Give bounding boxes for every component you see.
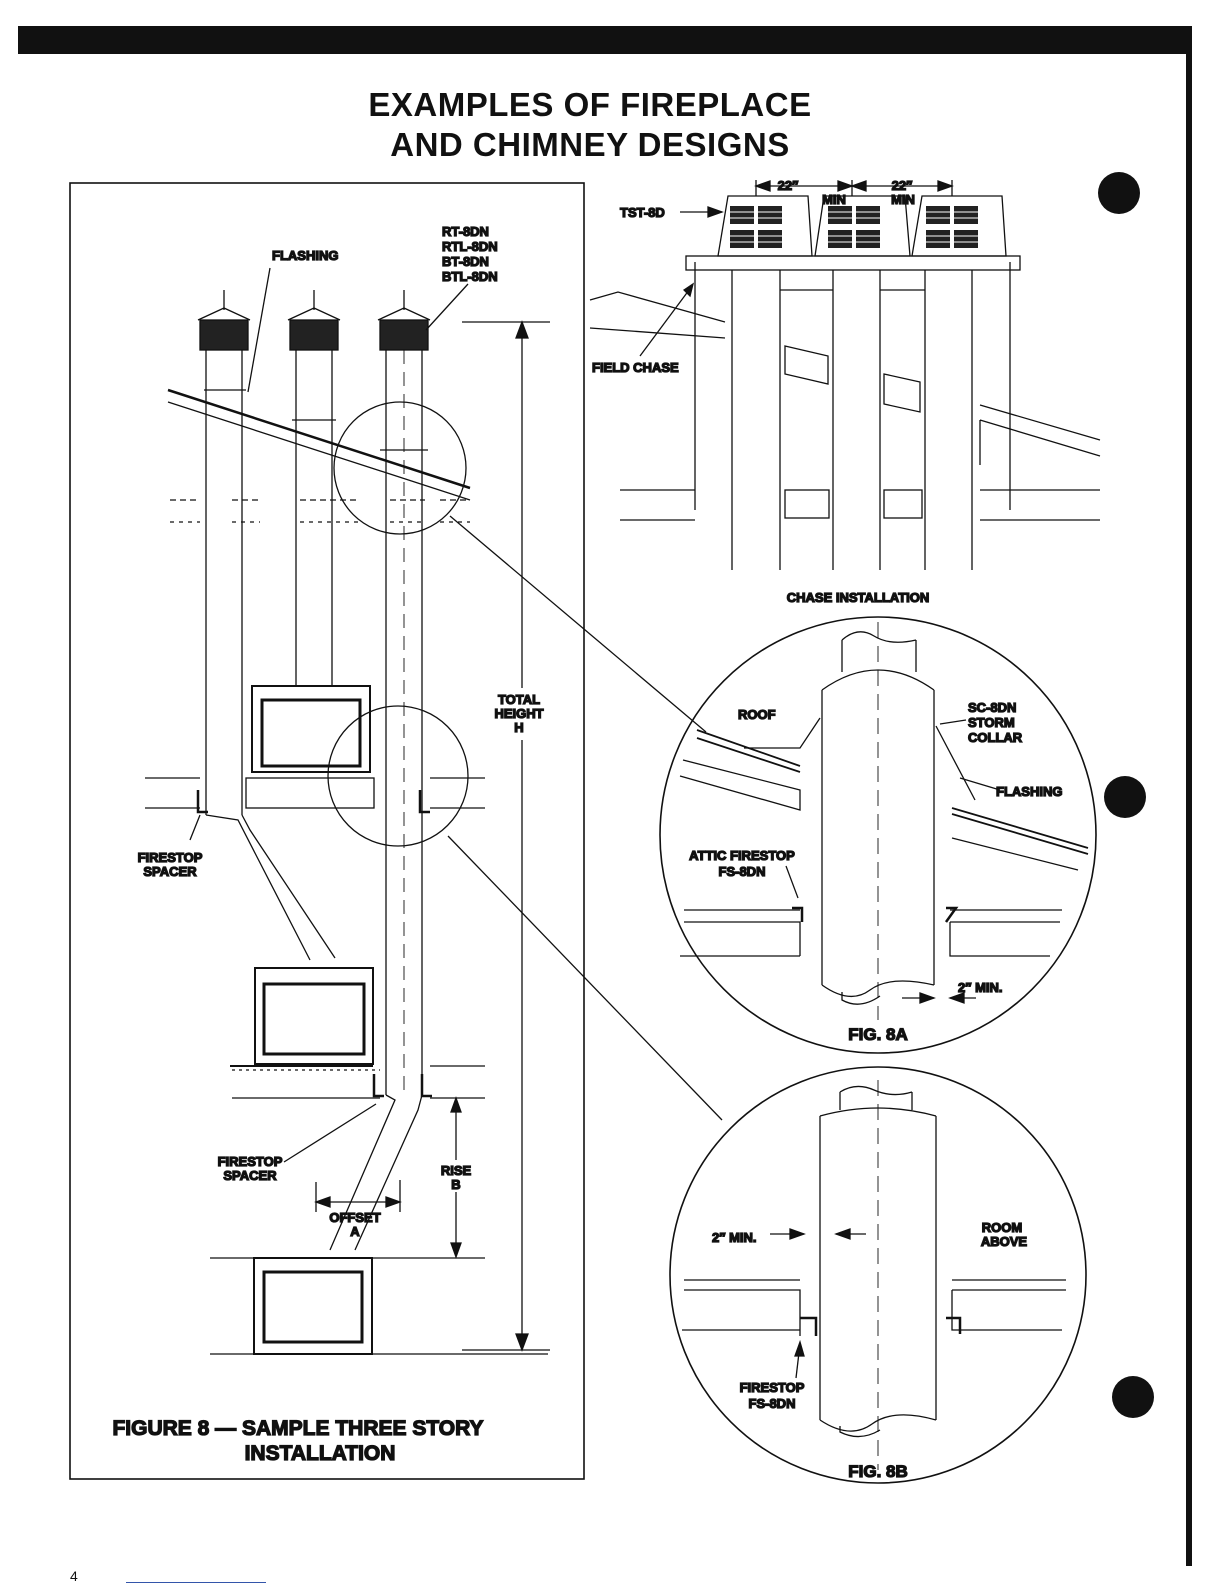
- chase-dim-1: 22″: [778, 178, 799, 193]
- fig8a-clearance-label: 2″ MIN.: [958, 980, 1003, 995]
- firestop-spacer-2-label-1: FIRESTOP: [218, 1154, 283, 1169]
- chimney-right: [329, 290, 431, 1251]
- fig8a-collar-label-1: SC-8DN: [968, 700, 1016, 715]
- figure-8-caption-2: INSTALLATION: [245, 1442, 396, 1465]
- page-number: 4: [70, 1568, 78, 1584]
- footer-line: [126, 1582, 266, 1583]
- offset-dimension: [314, 1180, 402, 1212]
- connector-to-fig8b: [447, 835, 723, 1121]
- figure-8-caption-1: FIGURE 8 — SAMPLE THREE STORY: [112, 1417, 483, 1440]
- attic-floor: [170, 499, 470, 523]
- connector-to-fig8a: [449, 515, 707, 733]
- firestop-spacer-2-label-2: SPACER: [223, 1168, 277, 1183]
- fig8a-firestop-label-2: FS-8DN: [719, 864, 766, 879]
- right-rule: [1186, 26, 1192, 1566]
- cap-label-1: RT-8DN: [442, 224, 489, 239]
- punch-hole-bottom: [1112, 1376, 1154, 1418]
- fig-8a-detail: ROOF SC-8DN STORM COLLAR FLASHING ATTIC …: [659, 616, 1097, 1054]
- fireplace-top: [245, 685, 375, 809]
- fig8a-flashing-label: FLASHING: [996, 784, 1062, 799]
- chase-dim-2: 22″: [892, 178, 913, 193]
- fig8b-room-label-1: ROOM: [982, 1220, 1022, 1235]
- chimney-middle: [287, 290, 341, 685]
- punch-hole-top: [1098, 172, 1140, 214]
- fig8b-label: FIG. 8B: [848, 1462, 908, 1481]
- chase-min-2: MIN: [891, 192, 915, 207]
- fig8a-firestop-label-1: ATTIC FIRESTOP: [689, 848, 795, 863]
- firestop-spacer-2-leader: [283, 1103, 377, 1163]
- detail-circle-attic: [333, 401, 467, 535]
- first-floor: [232, 1065, 485, 1099]
- detail-circle-floor: [327, 705, 469, 847]
- fireplace-bottom: [210, 1257, 548, 1355]
- offset-label-1: OFFSET: [329, 1210, 380, 1225]
- page-title-line2: AND CHIMNEY DESIGNS: [390, 126, 790, 163]
- second-floor: [145, 777, 485, 814]
- rise-label-2: B: [451, 1177, 460, 1192]
- chimney-left: [197, 290, 336, 961]
- total-height-label-3: H: [514, 720, 523, 735]
- fig8a-collar-label-3: COLLAR: [968, 730, 1023, 745]
- termination-caps: [717, 195, 1007, 257]
- fireplace-middle: [230, 967, 374, 1067]
- total-height-label-2: HEIGHT: [494, 706, 543, 721]
- fig-8b-detail: 2″ MIN. ROOM ABOVE FIRESTOP FS-8DN FIG. …: [669, 1066, 1087, 1484]
- total-height-dimension: [462, 320, 550, 1352]
- fig8a-collar-label-2: STORM: [968, 715, 1015, 730]
- rise-dimension: [450, 1096, 462, 1259]
- top-rule: [18, 26, 1188, 54]
- field-chase-label: FIELD CHASE: [592, 360, 679, 375]
- fig8b-room-label-2: ABOVE: [981, 1234, 1028, 1249]
- fig8b-clearance-label: 2″ MIN.: [712, 1230, 757, 1245]
- firestop-spacer-1-label-1: FIRESTOP: [138, 850, 203, 865]
- cap-leader: [425, 283, 469, 331]
- figure-8-panel: FLASHING RT-8DN RTL-8DN BT-8DN BTL-8DN T…: [69, 182, 723, 1480]
- cap-label-4: BTL-8DN: [442, 269, 498, 284]
- flashing-label: FLASHING: [272, 248, 338, 263]
- rise-label-1: RISE: [441, 1163, 472, 1178]
- tst-label: TST-8D: [620, 205, 665, 220]
- punch-hole-middle: [1104, 776, 1146, 818]
- fig8b-firestop-label-1: FIRESTOP: [740, 1380, 805, 1395]
- cap-label-2: RTL-8DN: [442, 239, 498, 254]
- total-height-label-1: TOTAL: [498, 692, 540, 707]
- page-title-line1: EXAMPLES OF FIREPLACE: [368, 86, 812, 123]
- fig8b-firestop-label-2: FS-8DN: [749, 1396, 796, 1411]
- chase-caption: CHASE INSTALLATION: [787, 590, 930, 605]
- offset-label-2: A: [350, 1224, 360, 1239]
- cap-label-3: BT-8DN: [442, 254, 489, 269]
- fig8a-roof-label: ROOF: [738, 707, 776, 722]
- chase-min-1: MIN: [822, 192, 846, 207]
- fig8a-label: FIG. 8A: [848, 1025, 908, 1044]
- flashing-leader: [247, 267, 271, 393]
- firestop-spacer-1-label-2: SPACER: [143, 864, 197, 879]
- firestop-spacer-1-leader: [189, 814, 201, 841]
- chase-installation: 22″ MIN 22″ MIN TST-8D FIELD CHASE CHASE…: [589, 177, 1101, 606]
